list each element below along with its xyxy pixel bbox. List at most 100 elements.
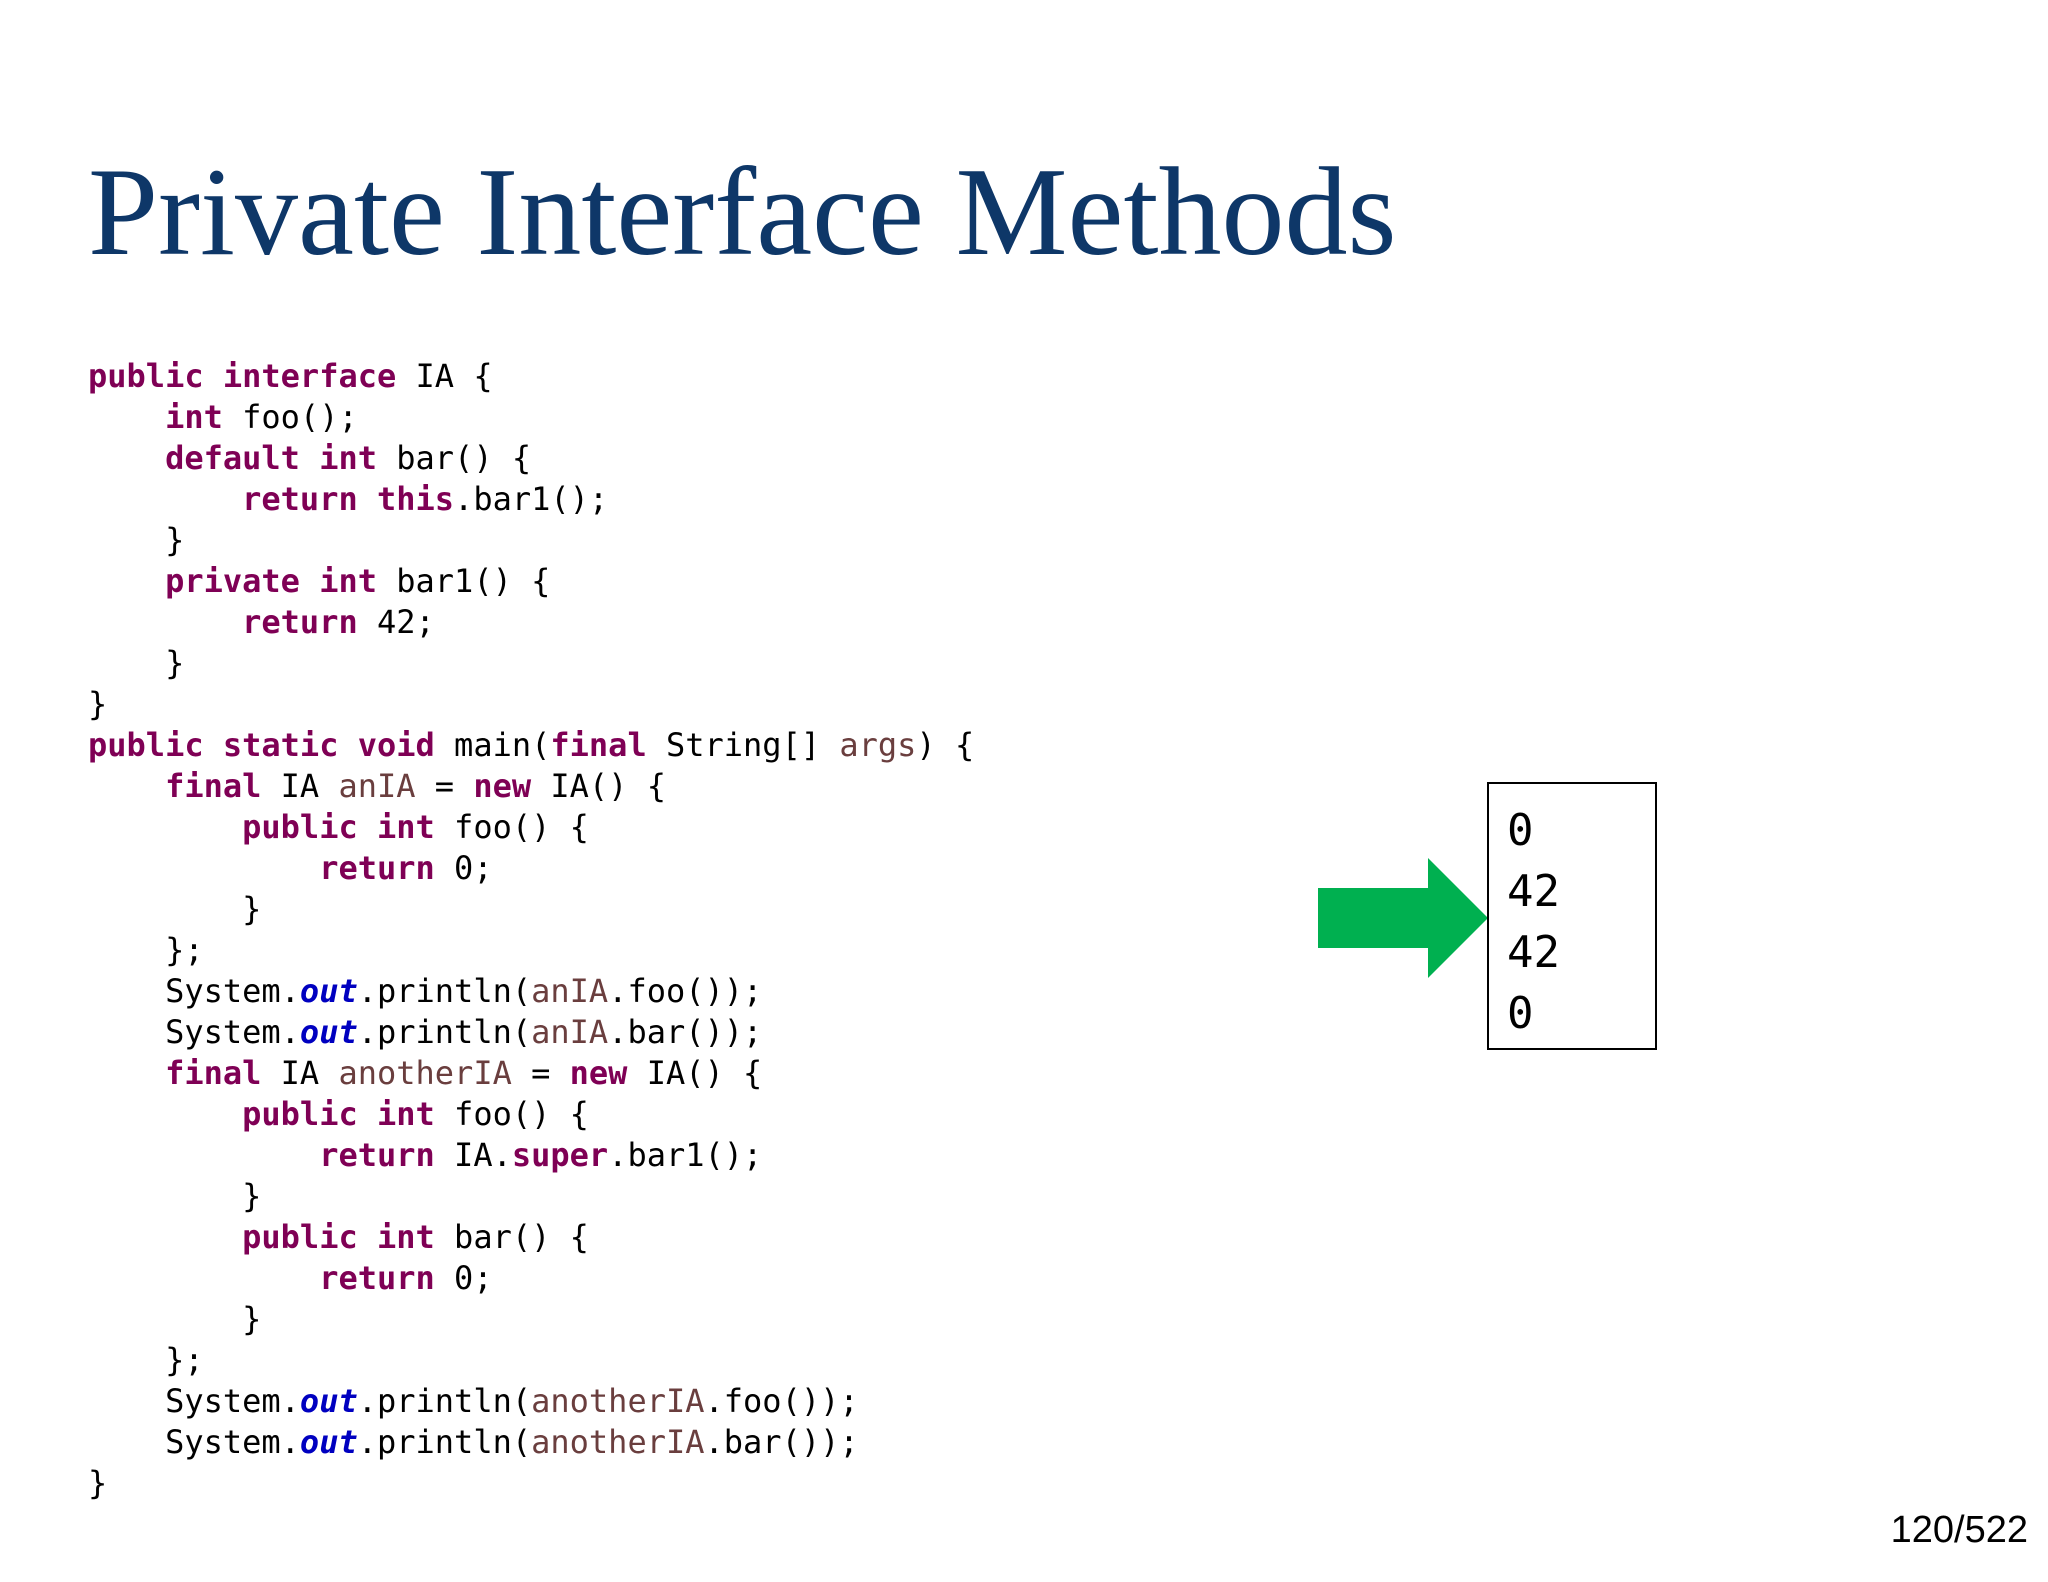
code-text: .bar()); [608,1013,763,1051]
code-line: System.out.println(anotherIA.bar()); [88,1422,974,1463]
code-text [88,849,319,887]
code-keyword: default [165,439,300,477]
code-text: IA() { [627,1054,763,1092]
code-keyword: int [319,562,377,600]
code-line: private int bar1() { [88,561,974,602]
code-text: main( [434,726,551,764]
code-text: .bar()); [704,1423,859,1461]
code-text [88,1095,242,1133]
code-variable: anotherIA [531,1382,705,1420]
code-static-field: out [299,1382,358,1420]
code-keyword: int [376,808,435,846]
code-text [88,808,242,846]
code-text [88,1054,165,1092]
code-text [358,1218,377,1256]
code-static-field: out [299,972,358,1010]
console-output-line: 42 [1507,866,1560,917]
code-text: foo() { [434,808,589,846]
code-text: } [88,1464,108,1502]
code-line: public int bar() { [88,1217,974,1258]
code-line: } [88,684,974,725]
right-arrow-icon [1318,858,1488,978]
code-text: .println( [357,1382,532,1420]
code-line: int foo(); [88,397,974,438]
code-text: String[] [646,726,840,764]
code-text: ) { [916,726,975,764]
code-text: IA. [434,1136,512,1174]
code-line: public int foo() { [88,807,974,848]
code-variable: anIA [531,972,609,1010]
code-text: } [88,1177,262,1215]
code-text: 0; [434,849,493,887]
code-line: public static void main(final String[] a… [88,725,974,766]
code-keyword: private [165,562,300,600]
code-keyword: new [569,1054,628,1092]
code-text [358,808,377,846]
code-keyword: return [242,480,358,518]
code-line: } [88,643,974,684]
code-keyword: public [88,357,204,395]
code-keyword: return [242,603,358,641]
code-text [88,398,165,436]
code-text: foo(); [222,398,358,436]
code-variable: args [839,726,917,764]
console-output-line: 42 [1507,927,1560,978]
code-text [358,480,377,518]
code-variable: anotherIA [338,1054,512,1092]
code-static-field: out [299,1013,358,1051]
code-text: System. [88,1013,300,1051]
code-text: System. [88,1423,300,1461]
code-keyword: int [376,1095,435,1133]
code-text: .println( [357,1013,532,1051]
code-keyword: final [550,726,647,764]
code-text: = [415,767,474,805]
code-keyword: return [319,1259,435,1297]
code-text: .bar1(); [454,480,609,518]
code-keyword: final [165,767,262,805]
code-line: }; [88,1340,974,1381]
code-text [88,1259,319,1297]
code-text [88,603,242,641]
code-line: } [88,1176,974,1217]
code-text: .foo()); [704,1382,859,1420]
code-text: }; [88,931,204,969]
code-text: 0; [434,1259,493,1297]
code-line: public int foo() { [88,1094,974,1135]
code-keyword: super [511,1136,609,1174]
slide-title: Private Interface Methods [88,143,1397,282]
code-keyword: public [242,808,358,846]
code-text: = [511,1054,570,1092]
code-line: } [88,1463,974,1504]
code-keyword: interface [222,357,397,395]
code-keyword: int [165,398,223,436]
code-text [88,1136,319,1174]
code-block: public interface IA { int foo(); default… [88,356,974,1504]
code-text: System. [88,972,300,1010]
code-text: IA [261,767,339,805]
code-line: final IA anotherIA = new IA() { [88,1053,974,1094]
code-text: } [88,1300,262,1338]
code-text [338,726,357,764]
code-line: } [88,520,974,561]
code-line: final IA anIA = new IA() { [88,766,974,807]
code-keyword: return [319,849,435,887]
code-text [88,562,165,600]
code-static-field: out [299,1423,358,1461]
code-keyword: int [376,1218,435,1256]
code-text: .println( [357,972,532,1010]
code-keyword: this [376,480,455,518]
code-text [88,439,165,477]
code-text: foo() { [434,1095,589,1133]
code-text [88,1218,242,1256]
code-text: } [88,521,185,559]
code-text: bar1() { [376,562,551,600]
code-text: bar() { [434,1218,589,1256]
code-line: System.out.println(anIA.foo()); [88,971,974,1012]
code-text: }; [88,1341,204,1379]
code-text [300,439,319,477]
code-line: return 0; [88,1258,974,1299]
code-keyword: public [88,726,204,764]
code-keyword: return [319,1136,435,1174]
code-keyword: public [242,1218,358,1256]
